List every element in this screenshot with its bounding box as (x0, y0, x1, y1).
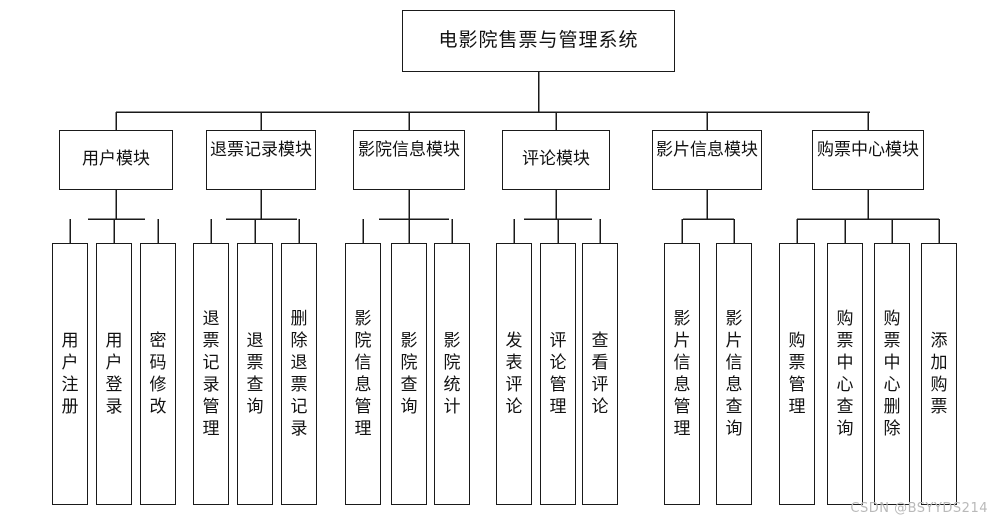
leaf-node-label: 退票查询 (246, 330, 264, 418)
leaf-node-label: 发表评论 (505, 330, 523, 418)
root-node[interactable]: 电影院售票与管理系统 (402, 10, 675, 72)
leaf-node-label: 用户登录 (105, 330, 123, 418)
module-node-label: 退票记录模块 (210, 140, 312, 160)
module-node-cinema-info[interactable]: 影院信息模块 (353, 130, 465, 190)
leaf-node-label: 购票管理 (788, 330, 806, 418)
leaf-node-refund-record-delete[interactable]: 删除退票记录 (281, 243, 317, 505)
leaf-node-ticket-center-delete[interactable]: 购票中心删除 (874, 243, 910, 505)
leaf-node-manage-comment[interactable]: 评论管理 (540, 243, 576, 505)
leaf-node-ticket-center-query[interactable]: 购票中心查询 (827, 243, 863, 505)
leaf-node-label: 删除退票记录 (290, 308, 308, 440)
root-node-label: 电影院售票与管理系统 (438, 29, 639, 52)
leaf-node-label: 用户注册 (61, 330, 79, 418)
leaf-node-label: 查看评论 (591, 330, 609, 418)
module-node-film-info[interactable]: 影片信息模块 (652, 130, 762, 190)
leaf-node-label: 添加购票 (930, 330, 948, 418)
leaf-node-password-edit[interactable]: 密码修改 (140, 243, 176, 505)
leaf-node-label: 影院统计 (443, 330, 461, 418)
leaf-node-label: 影片信息查询 (725, 308, 743, 440)
module-node-user[interactable]: 用户模块 (59, 130, 173, 190)
module-node-label: 评论模块 (522, 149, 590, 170)
leaf-node-cinema-info-manage[interactable]: 影院信息管理 (345, 243, 381, 505)
leaf-node-label: 密码修改 (149, 330, 167, 418)
leaf-node-refund-record-manage[interactable]: 退票记录管理 (193, 243, 229, 505)
leaf-node-label: 影片信息管理 (673, 308, 691, 440)
module-node-label: 购票中心模块 (817, 140, 919, 160)
module-node-ticket-center[interactable]: 购票中心模块 (812, 130, 924, 190)
leaf-node-refund-query[interactable]: 退票查询 (237, 243, 273, 505)
leaf-node-cinema-stats[interactable]: 影院统计 (434, 243, 470, 505)
leaf-node-add-ticket[interactable]: 添加购票 (921, 243, 957, 505)
watermark-label: CSDN @BSYYDS214 (850, 501, 988, 516)
leaf-node-label: 影院查询 (400, 330, 418, 418)
leaf-node-film-info-manage[interactable]: 影片信息管理 (664, 243, 700, 505)
leaf-node-label: 评论管理 (549, 330, 567, 418)
leaf-node-post-comment[interactable]: 发表评论 (496, 243, 532, 505)
module-node-label: 影院信息模块 (358, 140, 460, 160)
leaf-node-label: 购票中心查询 (836, 308, 854, 440)
leaf-node-label: 购票中心删除 (883, 308, 901, 440)
leaf-node-user-login[interactable]: 用户登录 (96, 243, 132, 505)
leaf-node-ticket-manage[interactable]: 购票管理 (779, 243, 815, 505)
module-node-refund-record[interactable]: 退票记录模块 (206, 130, 316, 190)
leaf-node-view-comment[interactable]: 查看评论 (582, 243, 618, 505)
module-node-comment[interactable]: 评论模块 (502, 130, 610, 190)
leaf-node-user-register[interactable]: 用户注册 (52, 243, 88, 505)
module-node-label: 用户模块 (82, 149, 150, 170)
leaf-node-film-info-query[interactable]: 影片信息查询 (716, 243, 752, 505)
leaf-node-label: 退票记录管理 (202, 308, 220, 440)
leaf-node-cinema-query[interactable]: 影院查询 (391, 243, 427, 505)
leaf-node-label: 影院信息管理 (354, 308, 372, 440)
module-node-label: 影片信息模块 (656, 140, 758, 160)
